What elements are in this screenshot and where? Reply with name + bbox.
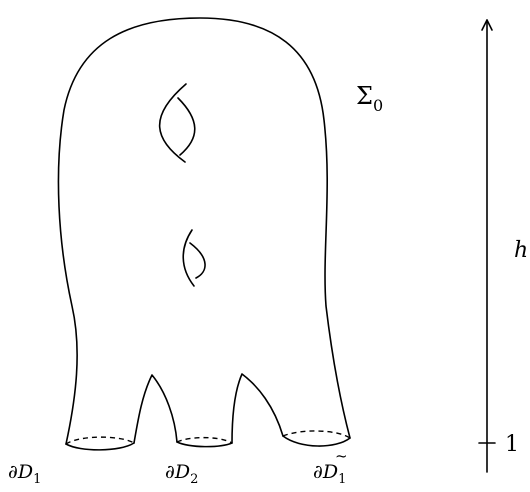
boundary-1-label: ∂D1 [8, 461, 41, 487]
boundary-2-back [176, 436, 233, 444]
lower-handle-hole [182, 229, 206, 287]
right-arch [231, 373, 284, 444]
boundary-2-front [176, 441, 233, 448]
boundary-3-tilde: ~ [335, 447, 348, 465]
left-arch [133, 374, 178, 444]
upper-handle-hole [159, 83, 196, 163]
boundary-3-front [282, 435, 351, 447]
height-label: h [514, 238, 528, 263]
surface-outline [57, 17, 351, 445]
boundary-1-front [65, 442, 135, 451]
boundary-2-label: ∂D2 [165, 461, 198, 487]
boundary-3-back [282, 430, 351, 439]
surface-label: Σ0 [356, 82, 383, 115]
level-label: 1 [505, 432, 519, 457]
height-axis-arrowhead [481, 19, 493, 31]
boundary-1-back [65, 436, 135, 445]
boundary-3-label: ∂D1 [313, 461, 346, 487]
